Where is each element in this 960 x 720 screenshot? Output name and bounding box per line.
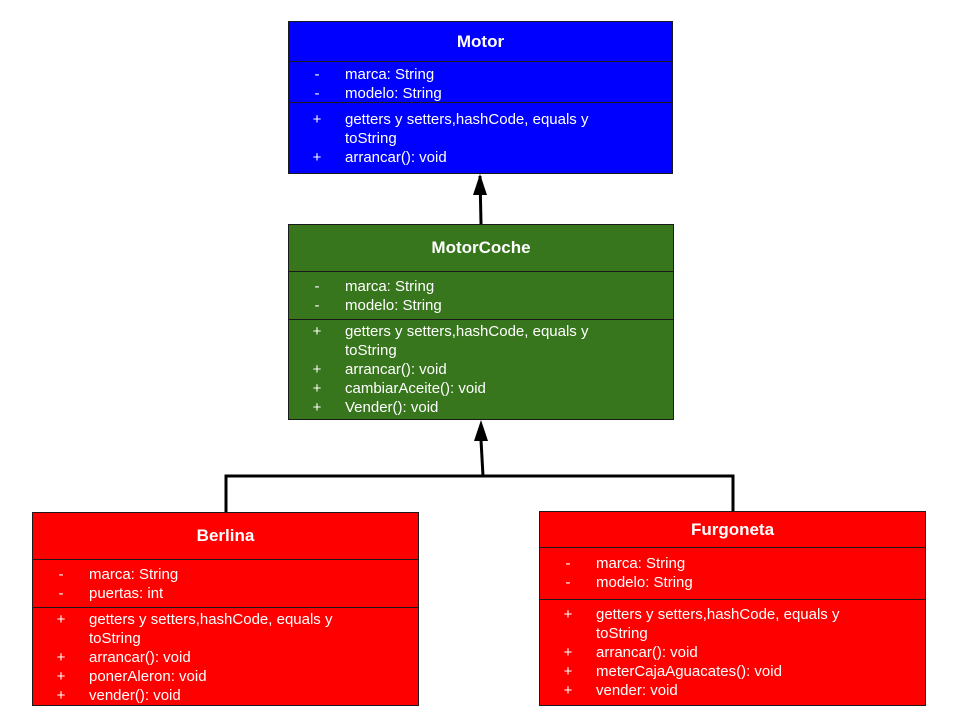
method-text: arrancar(): void	[596, 644, 698, 661]
method-text: getters y setters,hashCode, equals y toS…	[345, 323, 589, 359]
methods-section: + getters y setters,hashCode, equals y t…	[289, 103, 672, 170]
method-row: + getters y setters,hashCode, equals y t…	[540, 605, 925, 643]
methods-section: + getters y setters,hashCode, equals y t…	[540, 600, 925, 703]
arrowhead-motorcoche	[474, 420, 488, 441]
method-row: + ponerAleron: void	[33, 667, 418, 686]
attributes-section: - marca: String - modelo: String	[540, 548, 925, 600]
method-row: + Vender(): void	[289, 398, 673, 417]
attribute-row: - marca: String	[540, 554, 925, 573]
method-row: + arrancar(): void	[33, 648, 418, 667]
method-text: cambiarAceite(): void	[345, 380, 486, 397]
visibility-symbol: +	[563, 663, 573, 680]
arrow-trunk-to-motorcoche	[479, 439, 485, 477]
class-motor[interactable]: Motor - marca: String - modelo: String +…	[288, 21, 673, 174]
attribute-text: marca: String	[345, 278, 435, 295]
methods-section: + getters y setters,hashCode, equals y t…	[289, 320, 673, 420]
class-name: Motor	[289, 22, 672, 62]
method-text: getters y setters,hashCode, equals y toS…	[89, 611, 333, 647]
attribute-text: modelo: String	[345, 85, 442, 102]
visibility-symbol: +	[312, 380, 322, 397]
method-text: arrancar(): void	[345, 149, 447, 166]
visibility-symbol: -	[58, 585, 64, 602]
visibility-symbol: -	[565, 574, 571, 591]
attribute-text: marca: String	[89, 566, 179, 583]
attributes-section: - marca: String - modelo: String	[289, 62, 672, 103]
method-row: + getters y setters,hashCode, equals y t…	[289, 110, 672, 148]
visibility-symbol: +	[312, 399, 322, 416]
method-text: vender(): void	[89, 687, 181, 704]
visibility-symbol: +	[56, 611, 66, 628]
method-text: arrancar(): void	[345, 361, 447, 378]
attribute-text: puertas: int	[89, 585, 164, 602]
attribute-row: - marca: String	[289, 277, 673, 296]
visibility-symbol: +	[56, 668, 66, 685]
method-row: + meterCajaAguacates(): void	[540, 662, 925, 681]
method-row: + vender: void	[540, 681, 925, 700]
visibility-symbol: -	[314, 278, 320, 295]
connector-furgoneta	[460, 474, 735, 511]
visibility-symbol: +	[56, 649, 66, 666]
attribute-text: modelo: String	[345, 297, 442, 314]
attribute-row: - marca: String	[33, 565, 418, 584]
class-name: Furgoneta	[540, 512, 925, 548]
visibility-symbol: -	[314, 85, 320, 102]
class-name: Berlina	[33, 513, 418, 560]
method-row: + cambiarAceite(): void	[289, 379, 673, 398]
attributes-section: - marca: String - puertas: int	[33, 560, 418, 608]
method-text: Vender(): void	[345, 399, 439, 416]
visibility-symbol: +	[563, 644, 573, 661]
visibility-symbol: +	[312, 111, 322, 128]
attribute-row: - modelo: String	[289, 84, 672, 103]
method-row: + getters y setters,hashCode, equals y t…	[289, 322, 673, 360]
arrowhead-motor	[473, 174, 487, 195]
attribute-text: marca: String	[345, 66, 435, 83]
visibility-symbol: -	[314, 297, 320, 314]
method-text: getters y setters,hashCode, equals y toS…	[596, 606, 840, 642]
method-text: getters y setters,hashCode, equals y toS…	[345, 111, 589, 147]
attribute-row: - modelo: String	[540, 573, 925, 592]
method-row: + arrancar(): void	[289, 148, 672, 167]
class-berlina[interactable]: Berlina - marca: String - puertas: int +…	[32, 512, 419, 706]
visibility-symbol: -	[314, 66, 320, 83]
visibility-symbol: +	[312, 361, 322, 378]
attribute-text: modelo: String	[596, 574, 693, 591]
method-text: vender: void	[596, 682, 678, 699]
visibility-symbol: +	[312, 149, 322, 166]
class-name: MotorCoche	[289, 225, 673, 272]
attribute-row: - marca: String	[289, 65, 672, 84]
method-text: ponerAleron: void	[89, 668, 207, 685]
method-text: meterCajaAguacates(): void	[596, 663, 782, 680]
method-row: + arrancar(): void	[289, 360, 673, 379]
visibility-symbol: -	[565, 555, 571, 572]
visibility-symbol: +	[312, 323, 322, 340]
attributes-section: - marca: String - modelo: String	[289, 272, 673, 320]
visibility-symbol: +	[56, 687, 66, 704]
method-row: + getters y setters,hashCode, equals y t…	[33, 610, 418, 648]
method-row: + vender(): void	[33, 686, 418, 705]
methods-section: + getters y setters,hashCode, equals y t…	[33, 608, 418, 708]
class-motorcoche[interactable]: MotorCoche - marca: String - modelo: Str…	[288, 224, 674, 420]
method-text: arrancar(): void	[89, 649, 191, 666]
attribute-row: - modelo: String	[289, 296, 673, 315]
visibility-symbol: +	[563, 682, 573, 699]
attribute-row: - puertas: int	[33, 584, 418, 603]
class-furgoneta[interactable]: Furgoneta - marca: String - modelo: Stri…	[539, 511, 926, 706]
method-row: + arrancar(): void	[540, 643, 925, 662]
attribute-text: marca: String	[596, 555, 686, 572]
visibility-symbol: +	[563, 606, 573, 623]
connector-berlina	[224, 474, 490, 512]
visibility-symbol: -	[58, 566, 64, 583]
